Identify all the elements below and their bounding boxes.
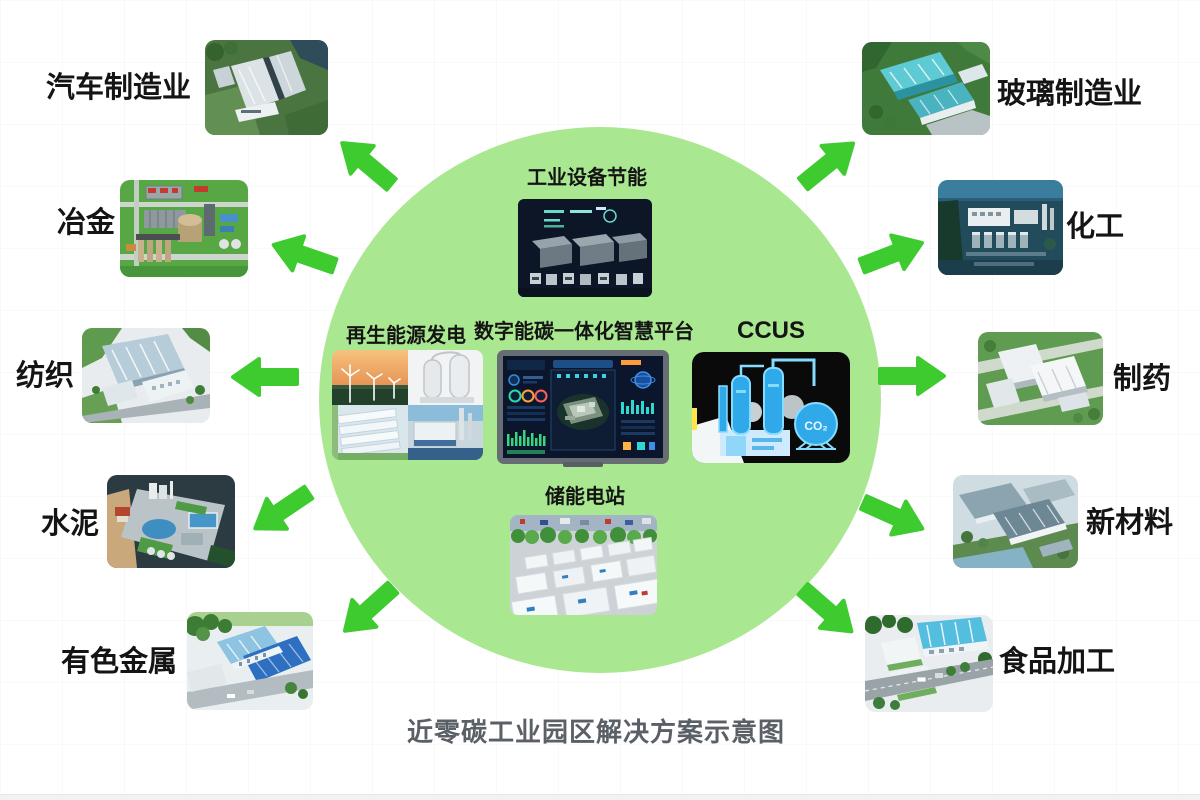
photo-glass-manufacturing <box>862 42 990 135</box>
arrow-to-pharmaceutical <box>878 354 948 398</box>
industry-label-metallurgy: 冶金 <box>57 207 116 239</box>
arrow-to-nonferrous-metals <box>327 570 408 650</box>
industry-label-new-materials: 新材料 <box>1086 507 1174 539</box>
photo-pharmaceutical <box>978 332 1103 425</box>
industry-label-glass-manufacturing: 玻璃制造业 <box>997 78 1143 110</box>
hub-label-ccus: CCUS <box>736 317 806 344</box>
arrow-to-chemical <box>852 221 933 287</box>
hub-monitor-digital-platform <box>497 350 669 468</box>
arrow-to-new-materials <box>853 482 935 551</box>
photo-nonferrous-metals <box>187 612 313 710</box>
arrow-to-food-processing <box>787 571 869 650</box>
arrow-to-metallurgy <box>263 223 344 287</box>
industry-label-textile: 纺织 <box>16 360 75 392</box>
industry-label-chemical: 化工 <box>1066 211 1125 243</box>
photo-metallurgy <box>120 180 248 277</box>
bottom-edge-band <box>0 794 1200 800</box>
arrow-to-auto-manufacturing <box>325 124 407 203</box>
photo-chemical <box>938 180 1063 275</box>
hub-label-digital-platform: 数字能碳一体化智慧平台 <box>474 321 694 343</box>
hub-label-energy-storage: 储能电站 <box>545 486 625 508</box>
hub-photo-ccus: CO₂ <box>692 352 850 463</box>
photo-auto-manufacturing <box>205 40 328 135</box>
industry-label-food-processing: 食品加工 <box>999 646 1116 678</box>
hub-label-industrial-equipment-saving: 工业设备节能 <box>527 167 647 189</box>
hub-photo-renewable-power <box>332 350 483 460</box>
hub-photo-energy-storage <box>510 515 657 615</box>
arrow-to-glass-manufacturing <box>788 124 870 202</box>
industry-label-nonferrous-metals: 有色金属 <box>61 646 178 678</box>
photo-cement <box>107 475 235 568</box>
photo-textile <box>82 328 210 423</box>
ccus-co2-text: CO₂ <box>804 419 827 433</box>
hub-photo-industrial-equipment <box>518 199 652 297</box>
industry-label-cement: 水泥 <box>41 508 100 540</box>
photo-food-processing <box>865 615 993 712</box>
diagram-caption: 近零碳工业园区解决方案示意图 <box>406 717 786 747</box>
arrow-to-cement <box>240 473 323 549</box>
arrow-to-textile <box>229 355 299 399</box>
industry-label-auto-manufacturing: 汽车制造业 <box>46 72 192 104</box>
photo-new-materials <box>953 475 1078 568</box>
industry-label-pharmaceutical: 制药 <box>1113 363 1172 395</box>
hub-label-renewable-power: 再生能源发电 <box>346 325 466 347</box>
